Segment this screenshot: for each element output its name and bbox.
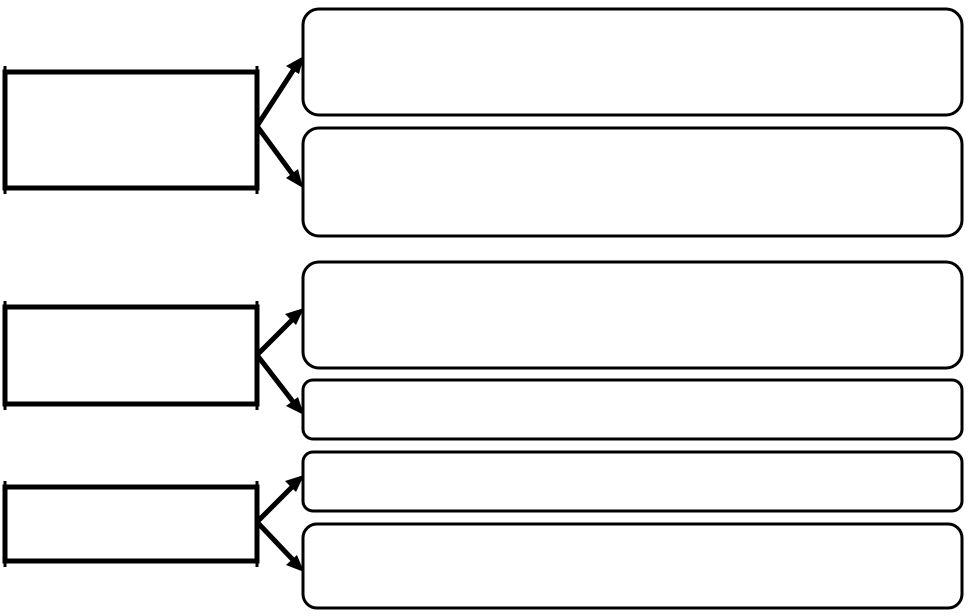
connector-3b [254,519,304,572]
arrowhead-icon [286,397,304,415]
group-3 [2,450,964,610]
source-box-2 [2,301,260,410]
connector-2b [254,352,304,415]
connector-2a [254,308,304,358]
group-2 [2,260,964,441]
source-box-1 [2,66,260,194]
arrowhead-icon [286,169,303,188]
target-box-1a [301,7,964,117]
target-box-3b [301,522,964,610]
connector-1a [254,56,304,129]
connector-1b [254,123,303,188]
connector-3a [254,475,304,525]
target-box-2b [301,378,964,441]
target-box-3a [301,450,964,513]
target-box-1b [301,126,964,238]
target-box-2a [301,260,964,370]
arrowhead-icon [285,475,304,492]
arrowhead-icon [285,308,304,325]
arrowhead-icon [286,555,304,572]
group-1 [2,7,964,238]
arrowhead-icon [286,56,304,74]
source-box-3 [2,481,260,567]
